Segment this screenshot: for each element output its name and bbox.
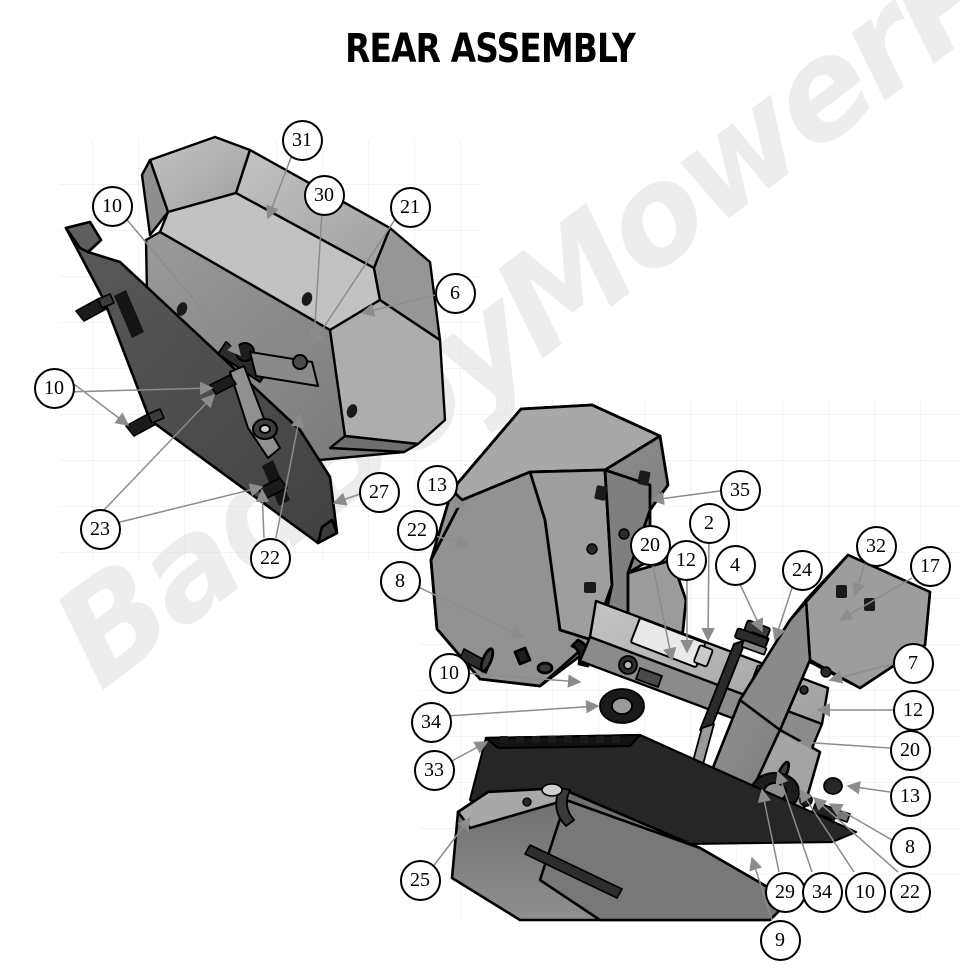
callout-label: 21: [400, 196, 420, 218]
callout-label: 10: [439, 662, 459, 684]
callout-21[interactable]: 21: [389, 186, 431, 228]
callout-label: 8: [395, 570, 405, 592]
callout-2[interactable]: 2: [688, 502, 730, 544]
rear-fender-housing: [429, 403, 688, 688]
callout-10[interactable]: 10: [91, 185, 133, 227]
callout-label: 13: [900, 785, 920, 807]
leader-lines: [65, 154, 913, 921]
callout-label: 22: [260, 547, 280, 569]
callout-label: 22: [407, 519, 427, 541]
callout-label: 22: [900, 881, 920, 903]
callout-34-b[interactable]: 34: [801, 871, 843, 913]
callout-9[interactable]: 9: [759, 919, 801, 961]
callout-25[interactable]: 25: [399, 859, 441, 901]
callout-label: 10: [855, 881, 875, 903]
callout-10-c[interactable]: 10: [428, 652, 470, 694]
callout-10-d[interactable]: 10: [844, 871, 886, 913]
callout-label: 4: [730, 554, 740, 576]
seat-back-shell: [140, 135, 447, 462]
callout-12[interactable]: 12: [665, 539, 707, 581]
callout-label: 12: [676, 549, 696, 571]
callout-22[interactable]: 22: [249, 537, 291, 579]
callout-24[interactable]: 24: [781, 549, 823, 591]
callout-4[interactable]: 4: [714, 544, 756, 586]
callout-33[interactable]: 33: [413, 749, 455, 791]
callout-label: 8: [905, 836, 915, 858]
callout-29[interactable]: 29: [764, 871, 806, 913]
callout-label: 34: [812, 881, 832, 903]
callout-22-c[interactable]: 22: [889, 871, 931, 913]
callout-label: 7: [908, 652, 918, 674]
callout-label: 13: [427, 474, 447, 496]
callout-label: 32: [866, 535, 886, 557]
callout-13-b[interactable]: 13: [889, 775, 931, 817]
callout-8-b[interactable]: 8: [889, 826, 931, 868]
callout-6[interactable]: 6: [434, 272, 476, 314]
callout-label: 23: [90, 518, 110, 540]
page-title: REAR ASSEMBLY: [345, 26, 636, 72]
callout-13[interactable]: 13: [416, 464, 458, 506]
callout-label: 30: [314, 184, 334, 206]
callout-32[interactable]: 32: [855, 525, 897, 567]
callout-label: 20: [640, 534, 660, 556]
callout-12-b[interactable]: 12: [892, 689, 934, 731]
callout-34[interactable]: 34: [410, 701, 452, 743]
callout-8[interactable]: 8: [379, 560, 421, 602]
callout-label: 33: [424, 759, 444, 781]
callout-label: 12: [903, 699, 923, 721]
callout-31[interactable]: 31: [281, 119, 323, 161]
callout-label: 31: [292, 129, 312, 151]
callout-label: 9: [775, 929, 785, 951]
callout-label: 20: [900, 739, 920, 761]
callout-label: 25: [410, 869, 430, 891]
callout-27[interactable]: 27: [358, 471, 400, 513]
callout-7[interactable]: 7: [892, 642, 934, 684]
deck-shield-plate: [450, 783, 792, 922]
callout-22-b[interactable]: 22: [396, 509, 438, 551]
callout-label: 27: [369, 481, 389, 503]
callout-label: 10: [102, 195, 122, 217]
callout-10-b[interactable]: 10: [33, 367, 75, 409]
callout-17[interactable]: 17: [909, 545, 951, 587]
callout-label: 24: [792, 559, 812, 581]
callout-35[interactable]: 35: [719, 469, 761, 511]
callout-label: 6: [450, 282, 460, 304]
callout-20[interactable]: 20: [629, 524, 671, 566]
callout-label: 34: [421, 711, 441, 733]
callout-30[interactable]: 30: [303, 174, 345, 216]
callout-label: 10: [44, 377, 64, 399]
callout-label: 35: [730, 479, 750, 501]
callout-label: 29: [775, 881, 795, 903]
callout-label: 17: [920, 555, 940, 577]
callout-label: 2: [704, 512, 714, 534]
callout-20-b[interactable]: 20: [889, 729, 931, 771]
callout-23[interactable]: 23: [79, 508, 121, 550]
